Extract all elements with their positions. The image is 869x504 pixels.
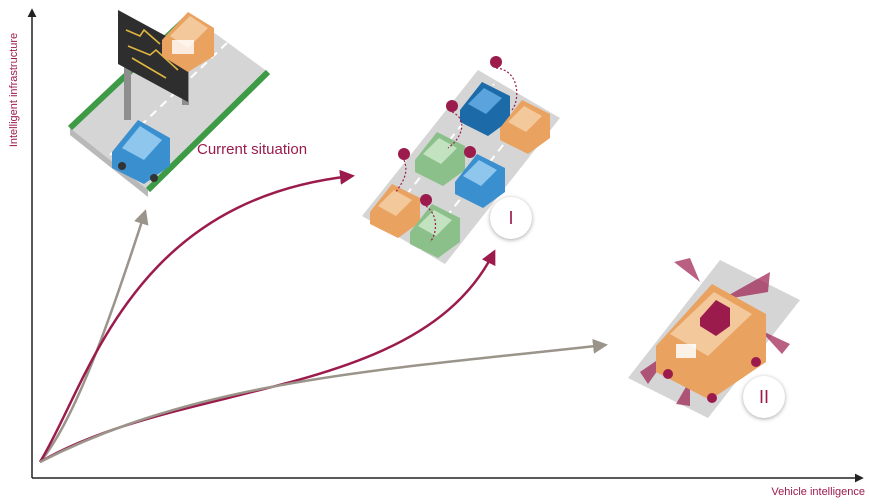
x-axis-label: Vehicle intelligence (771, 486, 865, 498)
current-situation-label: Current situation (197, 141, 308, 158)
y-axis-label: Intelligent infrastructure (8, 32, 20, 148)
connected-cars-icon (362, 56, 560, 264)
arrow-to-scenario-one (39, 249, 496, 464)
scenario-two-badge: II (743, 376, 785, 418)
arrow-to-scenario-two (39, 338, 608, 464)
scenario-one-badge: I (490, 197, 532, 239)
arrow-to-current-situation (38, 169, 355, 463)
autonomous-car-icon (628, 258, 800, 418)
gantry-sign-icon (67, 10, 271, 197)
